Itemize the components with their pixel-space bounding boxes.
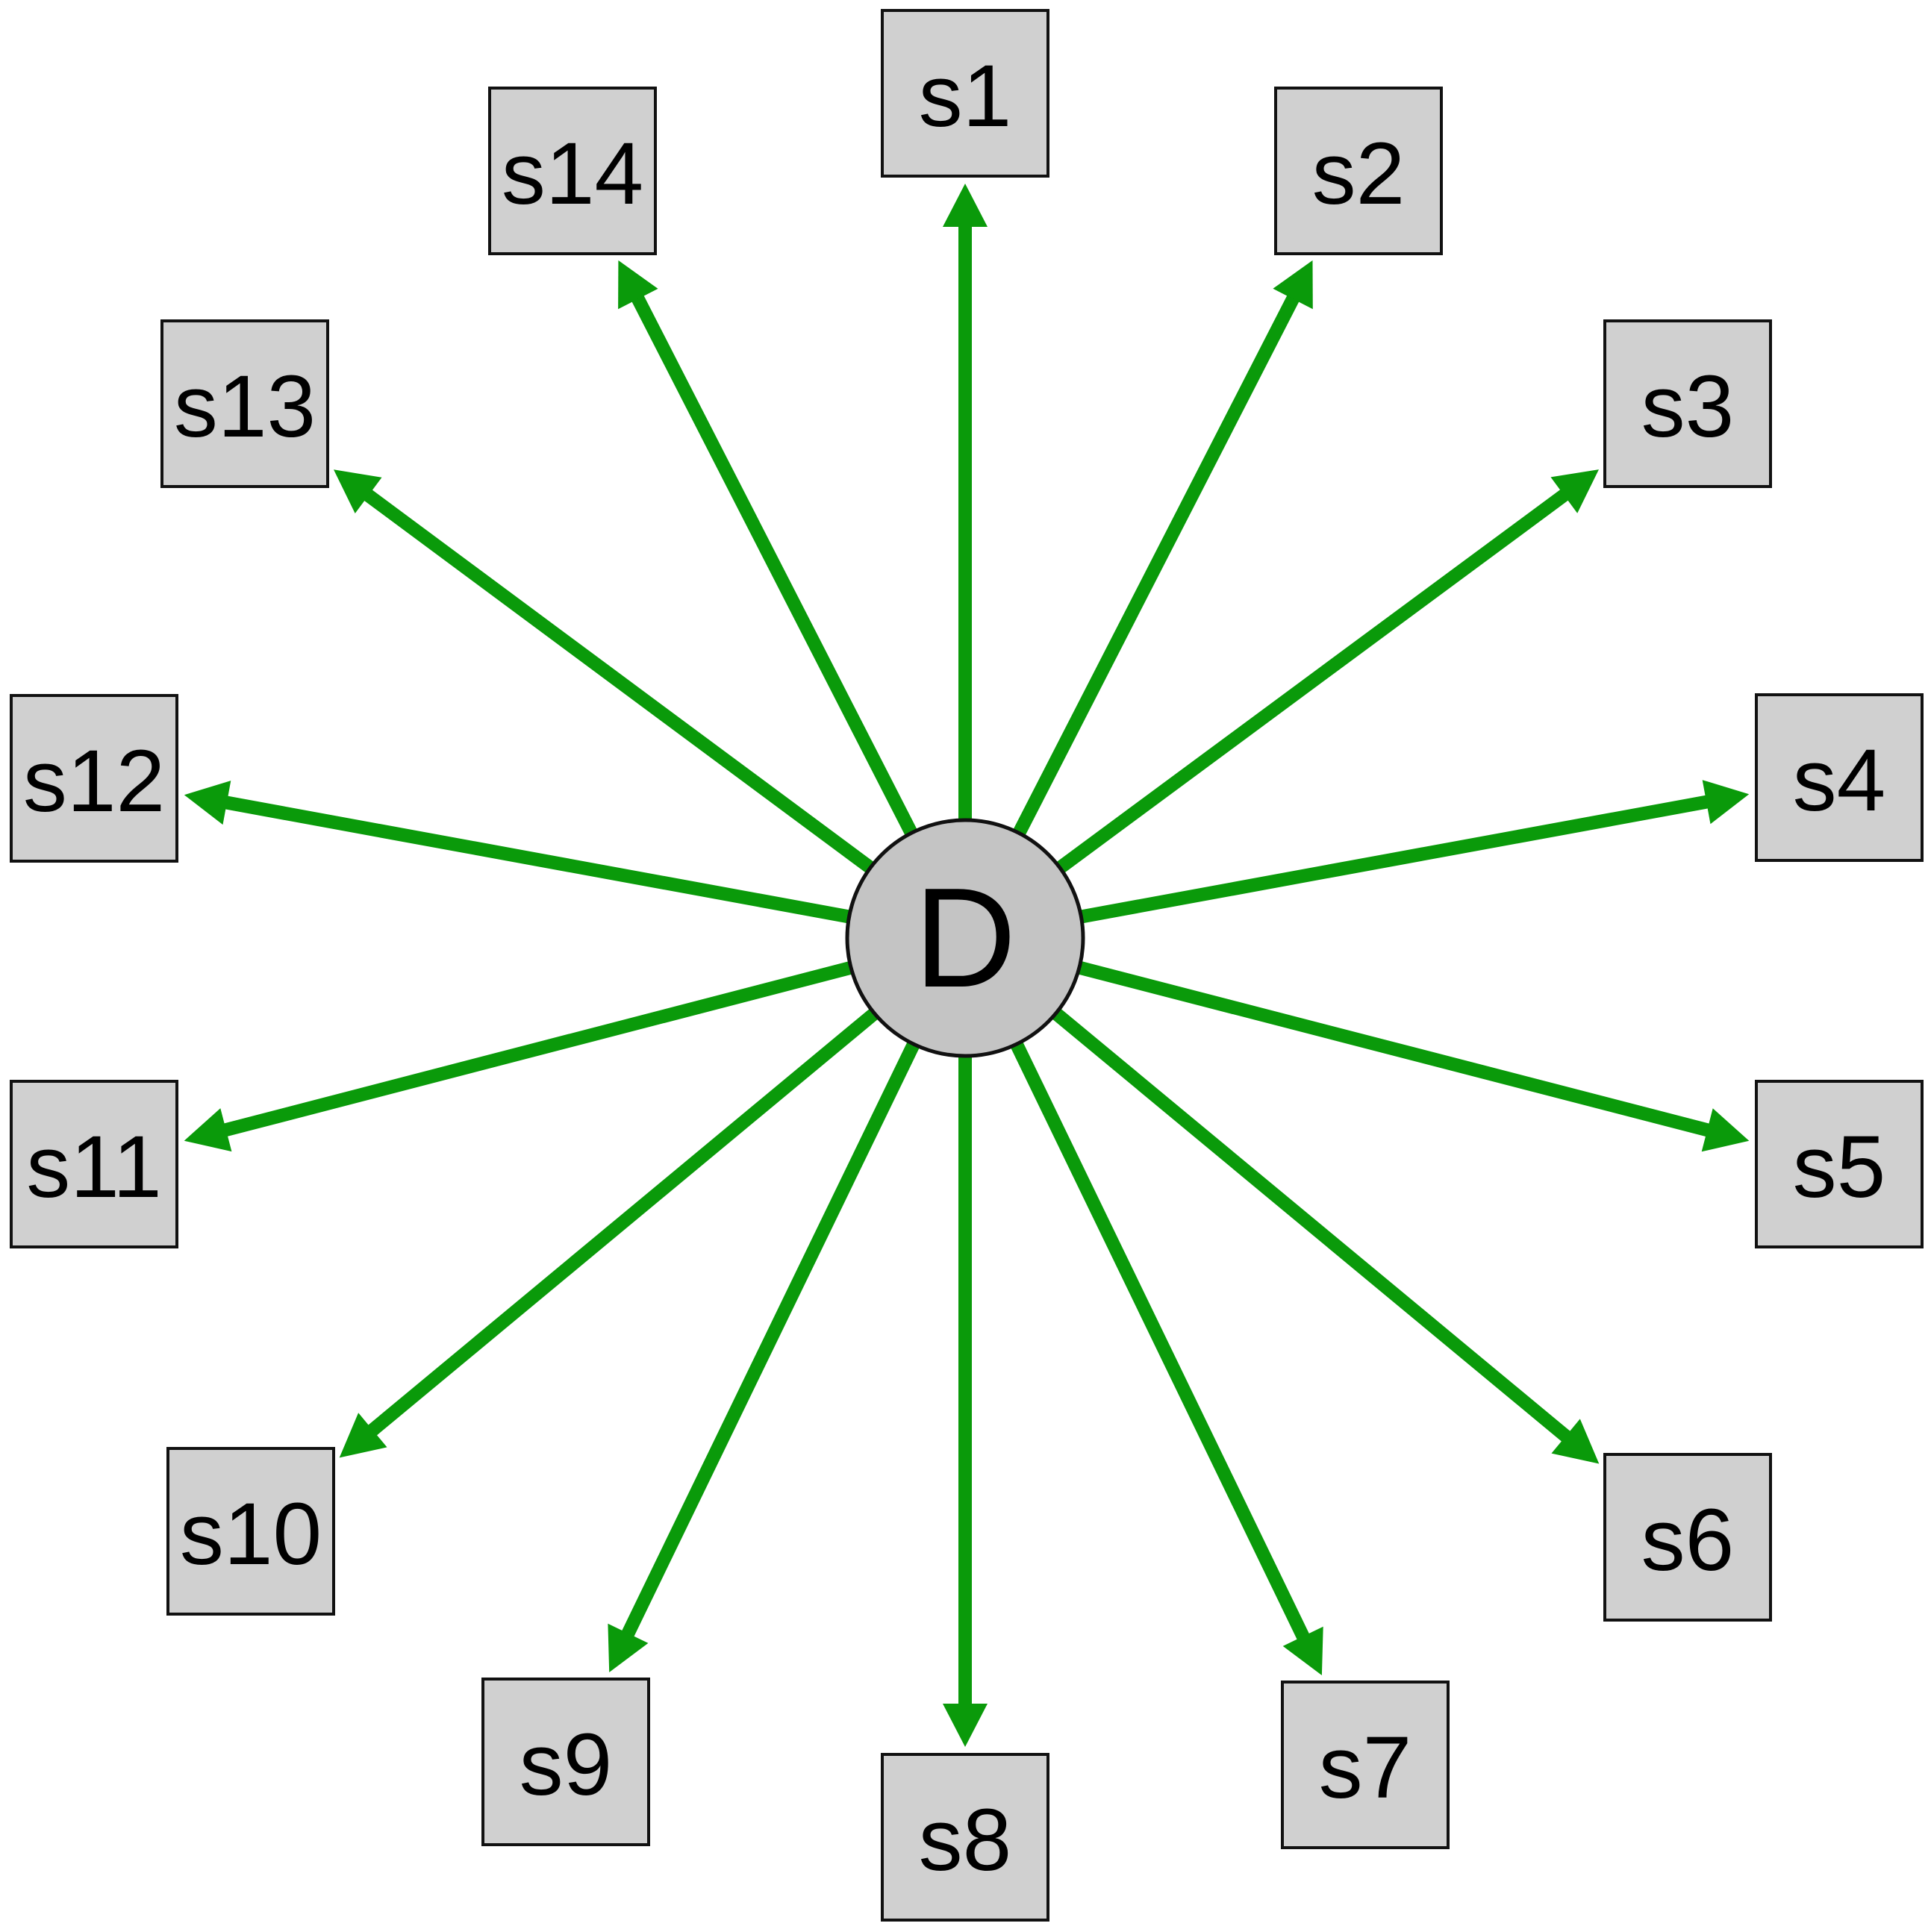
arrowhead-s3 [1550,469,1599,513]
node-label: s9 [520,1716,613,1814]
node-s13[interactable]: s13 [160,319,329,488]
node-box [881,1753,1049,1922]
node-label: s6 [1641,1491,1735,1589]
hub-label: D [914,859,1016,1017]
node-box [1755,1080,1924,1248]
node-box [10,1080,178,1248]
edge-d-s2 [1013,293,1300,837]
edge-d-s5 [1077,960,1712,1137]
node-box [1274,87,1443,255]
node-s4[interactable]: s4 [1755,693,1924,862]
node-s7[interactable]: s7 [1281,1681,1450,1849]
node-s11[interactable]: s11 [10,1080,178,1248]
node-box [1603,319,1772,488]
node-label: s8 [919,1791,1012,1889]
node-box [1755,693,1924,862]
edge-d-s13 [362,488,875,874]
node-s10[interactable]: s10 [166,1447,335,1616]
node-box [160,319,329,488]
node-s9[interactable]: s9 [481,1678,650,1846]
node-s2[interactable]: s2 [1274,87,1443,255]
node-box [10,694,178,863]
node-label: s11 [26,1118,162,1216]
edges-layer [184,184,1750,1747]
arrowhead-s10 [339,1413,387,1458]
node-label: s14 [502,125,643,223]
node-s14[interactable]: s14 [488,87,657,255]
edge-d-s9 [620,1041,920,1639]
node-label: s13 [174,357,316,456]
node-label: s10 [180,1485,322,1584]
arrowhead-s6 [1551,1419,1600,1464]
node-s8[interactable]: s8 [881,1753,1049,1922]
node-s6[interactable]: s6 [1603,1453,1772,1622]
arrowhead-s1 [943,184,988,227]
edge-d-s10 [366,1008,879,1437]
node-label: s12 [23,732,165,831]
edge-d-s12 [222,795,851,924]
node-label: s7 [1319,1719,1412,1817]
arrowhead-s12 [184,781,231,825]
arrowhead-s13 [334,469,382,513]
node-label: s5 [1793,1118,1886,1216]
edge-d-s7 [1010,1041,1311,1642]
edge-d-s6 [1051,1007,1573,1444]
node-s1[interactable]: s1 [881,9,1049,178]
node-box [481,1678,650,1846]
node-label: s3 [1641,357,1735,456]
hub-node[interactable]: D [845,818,1085,1058]
node-label: s1 [919,47,1012,146]
arrowhead-s5 [1701,1108,1750,1152]
arrowhead-s14 [618,260,658,310]
node-box [1603,1453,1772,1622]
node-s3[interactable]: s3 [1603,319,1772,488]
edge-d-s11 [221,960,853,1137]
node-box [881,9,1049,178]
arrowhead-s7 [1282,1626,1323,1675]
arrowhead-s8 [943,1704,988,1747]
node-box [1281,1681,1450,1849]
hub-circle [845,818,1085,1058]
arrowhead-s2 [1273,260,1313,310]
node-s5[interactable]: s5 [1755,1080,1924,1248]
node-box [488,87,657,255]
node-label: s4 [1793,731,1886,830]
node-box [166,1447,335,1616]
arrowhead-s11 [184,1108,232,1152]
arrowhead-s9 [608,1623,649,1672]
arrowhead-s4 [1702,780,1750,825]
nodes-layer: s1 s2 s3 s4 s5 s6 s7 s8 s9 s10 s11 s12 s13 s14 [10,9,1924,1922]
edge-d-s3 [1055,487,1570,874]
edge-d-s4 [1079,795,1711,924]
node-s12[interactable]: s12 [10,694,178,863]
node-label: s2 [1312,125,1406,223]
edge-d-s14 [630,293,918,837]
